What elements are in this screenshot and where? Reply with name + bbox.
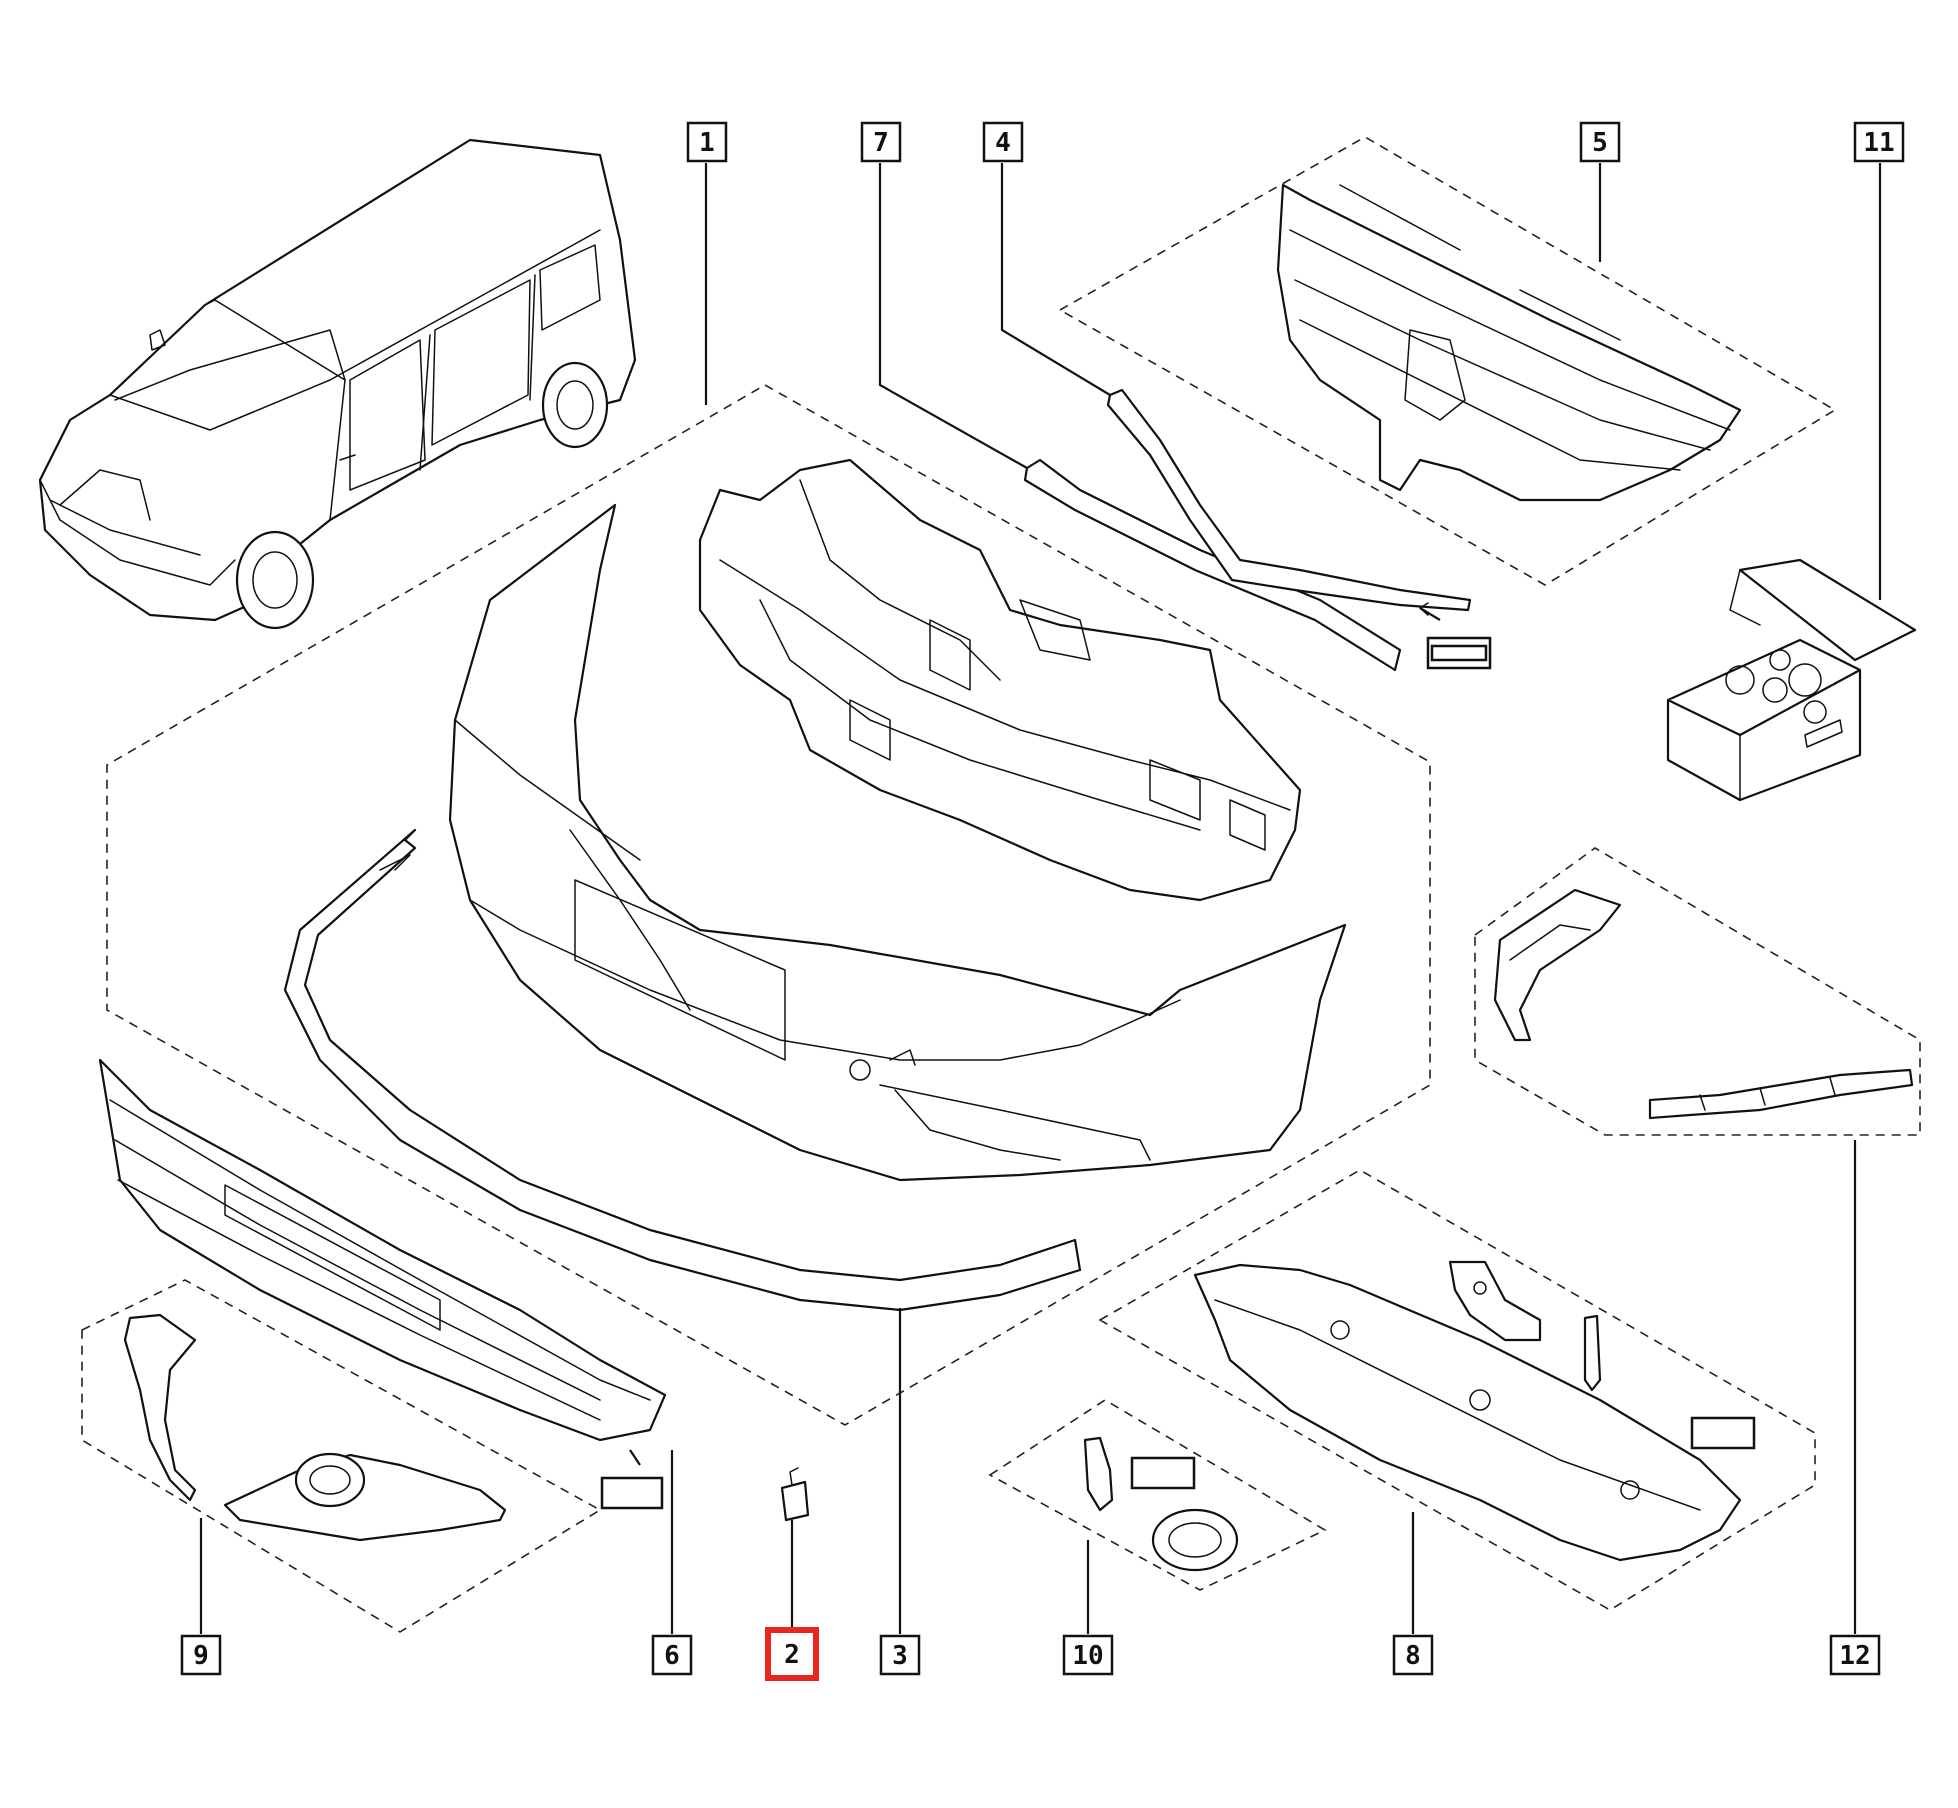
callout-8[interactable]: 8	[1392, 1634, 1434, 1676]
callout-1-label: 1	[699, 128, 715, 158]
callout-10[interactable]: 10	[1062, 1634, 1114, 1676]
leader-lines	[199, 163, 1882, 1634]
callout-5-label: 5	[1592, 128, 1608, 158]
callout-9-label: 9	[193, 1641, 209, 1671]
callout-6[interactable]: 6	[651, 1634, 693, 1676]
part-side-brackets	[1493, 888, 1914, 1120]
callout-3-label: 3	[892, 1641, 908, 1671]
label-plates	[600, 636, 1756, 1510]
callouts: 1 7 4 5 11 9 6 2	[180, 121, 1905, 1681]
part-clip	[780, 1467, 810, 1522]
assembly-group-outlines	[81, 136, 1921, 1633]
callout-7[interactable]: 7	[860, 121, 902, 163]
callout-6-label: 6	[664, 1641, 680, 1671]
part-front-bumper-cover	[448, 503, 1347, 1182]
callout-3[interactable]: 3	[879, 1634, 921, 1676]
part-fog-lamp-trim	[123, 1313, 507, 1542]
callout-10-label: 10	[1072, 1641, 1103, 1671]
part-fastener-kit	[1666, 558, 1917, 802]
callout-5[interactable]: 5	[1579, 121, 1621, 163]
part-bumper-absorber	[698, 458, 1302, 902]
callout-9[interactable]: 9	[180, 1634, 222, 1676]
part-upper-grille	[1276, 183, 1742, 502]
callout-12[interactable]: 12	[1829, 1634, 1881, 1676]
part-lower-grille	[98, 1058, 667, 1466]
callout-11[interactable]: 11	[1853, 121, 1905, 163]
callout-2[interactable]: 2	[765, 1627, 819, 1681]
callout-12-label: 12	[1839, 1641, 1870, 1671]
callout-1[interactable]: 1	[686, 121, 728, 163]
vehicle-illustration	[38, 138, 637, 630]
callout-4-label: 4	[995, 128, 1011, 158]
callout-11-label: 11	[1863, 128, 1894, 158]
part-upper-trim-strip	[1023, 388, 1472, 672]
callout-4[interactable]: 4	[982, 121, 1024, 163]
callout-2-label: 2	[784, 1640, 800, 1670]
part-fog-lamp-bezel	[1083, 1436, 1239, 1572]
part-lower-spoiler	[283, 828, 1082, 1312]
part-engine-undertray	[1193, 1260, 1742, 1562]
callout-7-label: 7	[873, 128, 889, 158]
callout-8-label: 8	[1405, 1641, 1421, 1671]
